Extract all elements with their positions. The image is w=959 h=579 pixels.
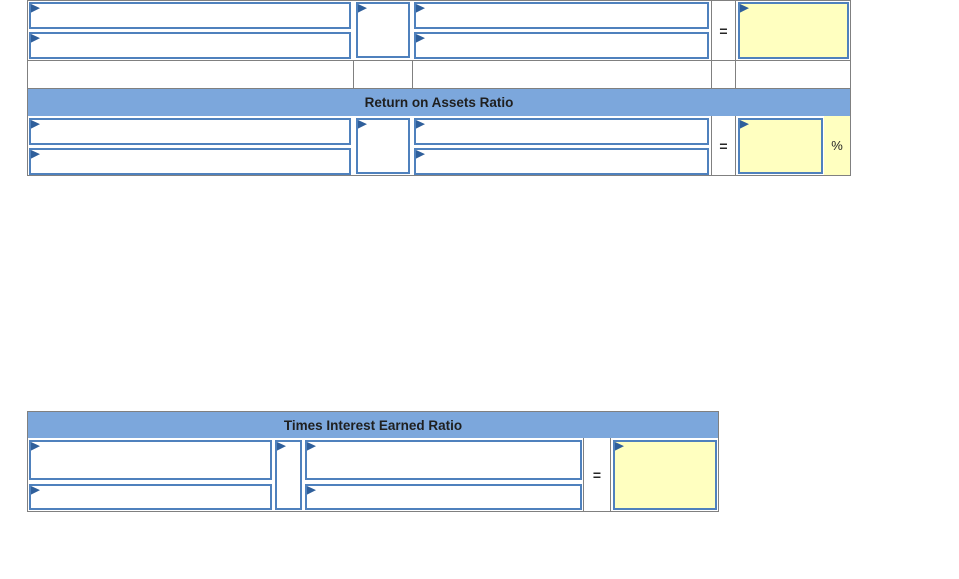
grid-line (353, 61, 354, 88)
answer-flag-icon (416, 34, 425, 43)
formula1-operator-input[interactable] (356, 2, 410, 58)
answer-flag-icon (740, 4, 749, 13)
answer-flag-icon (31, 442, 40, 451)
answer-flag-icon (31, 4, 40, 13)
roa-operator-input[interactable] (356, 118, 410, 174)
answer-flag-icon (740, 120, 749, 129)
formula1-denominator-right-input[interactable] (414, 32, 709, 59)
answer-flag-icon (277, 442, 286, 451)
tie-equals-sign: = (583, 438, 611, 511)
formula1-answer-input[interactable] (738, 2, 849, 59)
roa-denominator-right-input[interactable] (414, 148, 709, 175)
return-on-assets-title: Return on Assets Ratio (364, 95, 514, 110)
tie-numerator-left-input[interactable] (29, 440, 272, 480)
equals-label: = (719, 137, 728, 154)
equals-label: = (719, 22, 728, 39)
tie-numerator-right-input[interactable] (305, 440, 582, 480)
roa-numerator-right-input[interactable] (414, 118, 709, 145)
answer-flag-icon (31, 34, 40, 43)
times-interest-earned-table: Times Interest Earned Ratio = (27, 411, 719, 512)
answer-flag-icon (615, 442, 624, 451)
tie-denominator-left-input[interactable] (29, 484, 272, 510)
answer-flag-icon (307, 486, 316, 495)
equals-label: = (592, 466, 602, 483)
grid-line (711, 61, 712, 88)
answer-flag-icon (416, 120, 425, 129)
answer-flag-icon (358, 120, 367, 129)
roa-numerator-left-input[interactable] (29, 118, 351, 145)
answer-flag-icon (31, 150, 40, 159)
return-on-assets-header: Return on Assets Ratio (28, 89, 850, 116)
answer-flag-icon (416, 4, 425, 13)
answer-flag-icon (31, 120, 40, 129)
tie-answer-input[interactable] (613, 440, 717, 510)
formula1-numerator-left-input[interactable] (29, 2, 351, 29)
formula1-denominator-left-input[interactable] (29, 32, 351, 59)
answer-flag-icon (31, 486, 40, 495)
roa-denominator-left-input[interactable] (29, 148, 351, 175)
answer-flag-icon (358, 4, 367, 13)
roa-percent-sign: % (824, 116, 850, 175)
tie-denominator-right-input[interactable] (305, 484, 582, 510)
formula1-equals-sign: = (711, 1, 736, 60)
tie-operator-input[interactable] (275, 440, 302, 510)
grid-line (735, 61, 736, 88)
roa-answer-input[interactable] (738, 118, 823, 174)
answer-flag-icon (416, 150, 425, 159)
grid-line (412, 61, 413, 88)
roa-equals-sign: = (711, 116, 736, 175)
ratio-table-top: = Return on Assets Ratio (27, 0, 851, 176)
percent-label: % (831, 138, 843, 153)
spacer-row (28, 60, 850, 89)
answer-flag-icon (307, 442, 316, 451)
formula1-numerator-right-input[interactable] (414, 2, 709, 29)
times-interest-earned-title: Times Interest Earned Ratio (283, 417, 463, 433)
times-interest-earned-header: Times Interest Earned Ratio (28, 412, 718, 438)
